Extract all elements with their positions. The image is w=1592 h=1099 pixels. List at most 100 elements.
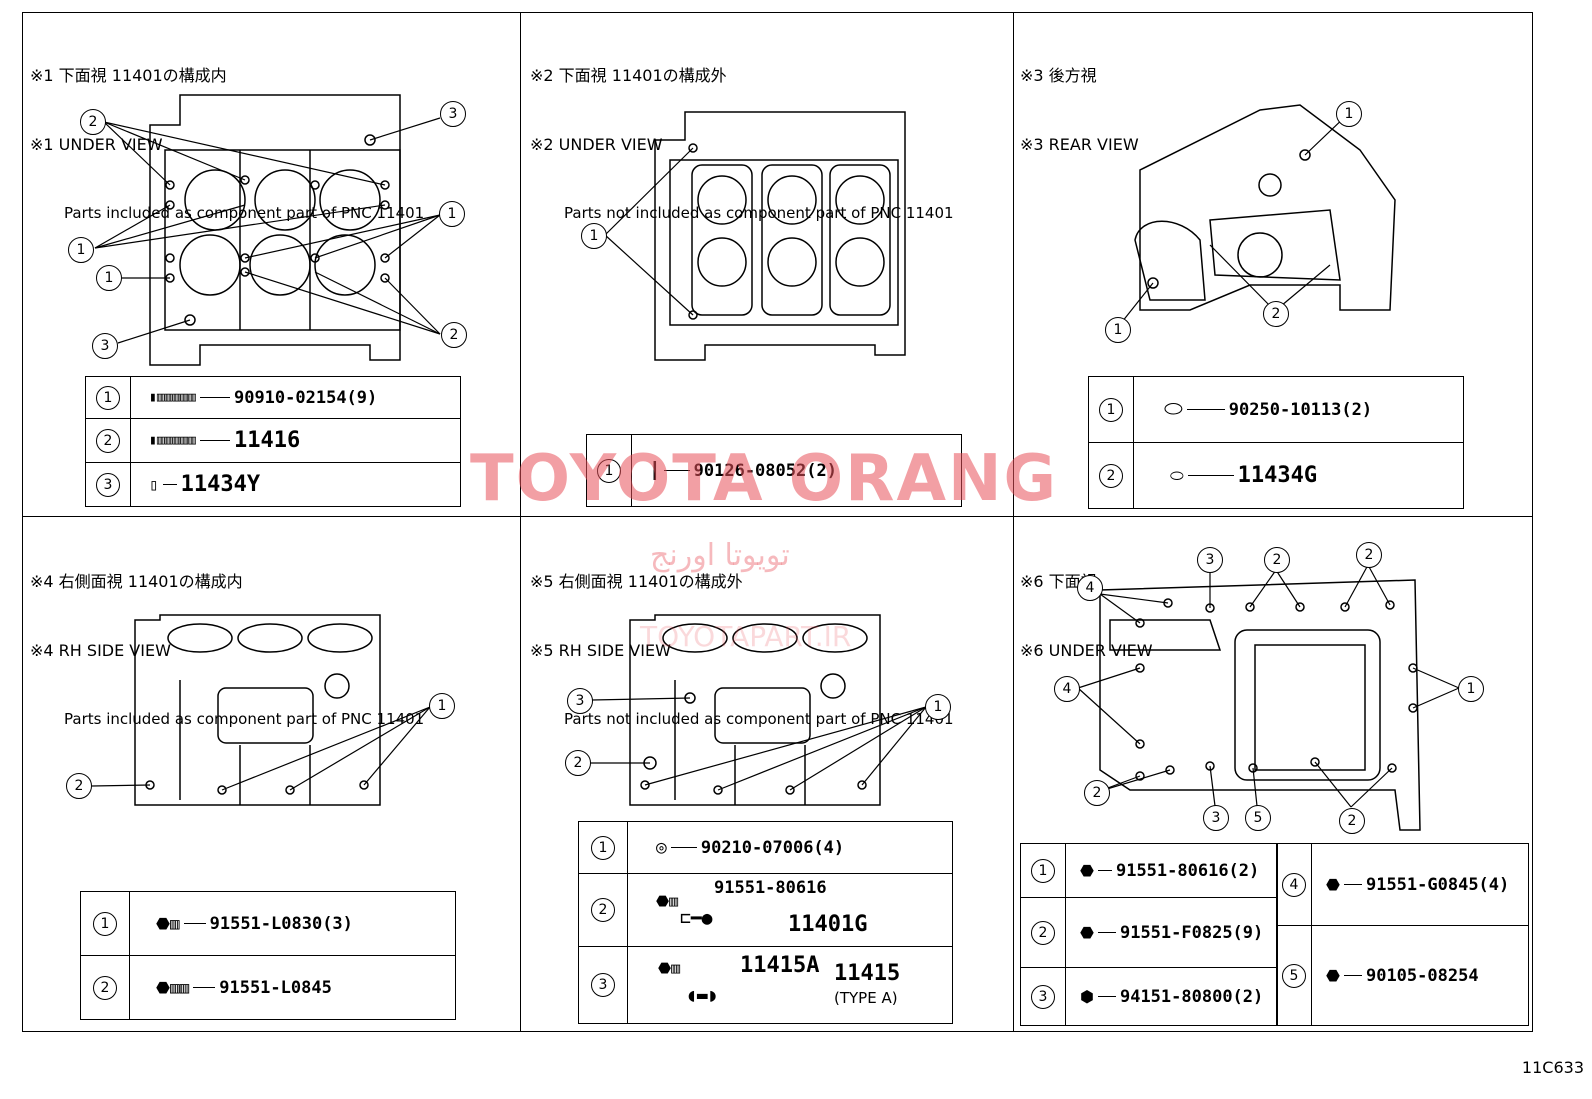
panel-5-callout-1: 1 [925,694,951,720]
flange-bolt-icon: ⬣▥▥ [156,978,190,997]
panel-3-header: ※3 後方視 ※3 REAR VIEW [1020,18,1139,179]
bolt-icon: ⬣▥ [658,959,681,977]
panel-6-callout-2c: 2 [1084,780,1110,806]
part-number: 90910-02154(9) [233,387,378,408]
legend-row: 1 ▮▥▥▥▥▥90910-02154(9) [85,376,461,419]
panel-1-legend: 1 ▮▥▥▥▥▥90910-02154(9) 2 ▮▥▥▥▥▥11416 3 ▯… [85,376,461,507]
legend-row: 1 ◎ 90210-07006(4) [578,821,953,874]
panel-4-callout-2: 2 [66,773,92,799]
part-number: 90105-08254 [1365,965,1479,986]
legend-key: 5 [1282,963,1306,988]
panel-6-callout-4b: 4 [1054,676,1080,702]
legend-row: 1 ⬣▥ 91551-L0830(3) [80,891,456,956]
panel-1-callout-1b: 1 [68,237,94,263]
legend-row: 3 ⬢94151-80800(2) [1020,967,1278,1026]
union-icon: ◖▬◗ [686,985,719,1006]
part-number: 11434Y [180,472,261,497]
part-number: 11416 [233,428,301,453]
part-number: 91551-L0845 [219,977,332,998]
watermark-arabic: تويوتا اورنج [650,538,790,573]
diagram-frame [22,12,1533,1032]
panel-5-title-en: ※5 RH SIDE VIEW [530,641,671,660]
panel-6-callout-2d: 2 [1339,808,1365,834]
part-number-2: 11401G [788,912,868,937]
gasket-icon: ◎ [656,837,667,858]
panel-1-callout-1a: 1 [439,201,465,227]
panel-1-callout-1c: 1 [96,265,122,291]
part-number: 91551-G0845(4) [1365,874,1510,895]
legend-key: 1 [597,458,621,483]
dowel-pin-icon: ▯ [149,475,159,494]
legend-key: 1 [93,911,117,936]
long-bolt-icon: ⬣ [1326,966,1340,985]
legend-row: 2 ⬣▥▥ 91551-L0845 [80,955,456,1020]
legend-key: 3 [96,472,120,497]
bolt-icon: ⬣▥ [656,892,679,910]
panel-1-callout-2a: 2 [80,109,106,135]
panel-6-callout-2b: 2 [1356,542,1382,568]
panel-1-title-en: ※1 UNDER VIEW [30,135,163,154]
panel-1-callout-2b: 2 [441,322,467,348]
flange-bolt-icon: ⬣▥ [156,914,180,933]
panel-2-title-jp: ※2 下面視 11401の構成外 [530,66,727,85]
nut-icon: ⬢ [1080,987,1094,1006]
panel-3-callout-1b: 1 [1105,317,1131,343]
panel-2-callout-1: 1 [581,223,607,249]
watermark-url: TOYOTAPART.IR [640,620,852,653]
part-number: 91551-80616(2) [1115,860,1260,881]
part-number: 90250-10113(2) [1228,399,1373,420]
dowel-pin-icon: ⬭ [1170,465,1184,485]
divider-h1 [22,516,1533,517]
legend-row: 2 ⬣ 91551-F0825(9) [1020,897,1278,968]
part-number: 90210-07006(4) [700,837,845,858]
panel-3-legend: 1 ⬭90250-10113(2) 2 ⬭11434G [1088,376,1464,509]
legend-row: 5 ⬣ 90105-08254 [1276,925,1529,1026]
legend-row: 4 ⬣91551-G0845(4) [1276,843,1529,926]
legend-row: 1 ⬭90250-10113(2) [1088,376,1464,443]
part-number: 90126-08052(2) [693,460,837,481]
illustration-code: 11C633 [1521,1058,1584,1077]
legend-key: 2 [1031,920,1055,945]
drain-cock-icon: ⊏━● [680,908,713,929]
stud-icon: ┃ [650,461,660,480]
panel-3-callout-1a: 1 [1336,101,1362,127]
part-number: 91551-L0830(3) [209,913,353,934]
part-number: 94151-80800(2) [1119,986,1264,1007]
panel-1-title-jp: ※1 下面視 11401の構成内 [30,66,227,85]
panel-6-title-en: ※6 UNDER VIEW [1020,641,1153,660]
panel-6-callout-4a: 4 [1077,575,1103,601]
legend-row: 1 ┃ 90126-08052(2) [586,434,962,507]
panel-6-callout-1: 1 [1458,676,1484,702]
flange-bolt-icon: ⬣ [1080,861,1094,880]
watermark-text: TOYOTA ORANG [470,442,1059,516]
panel-5-callout-2: 2 [565,750,591,776]
panel-3-callout-2: 2 [1263,301,1289,327]
part-number: 11434G [1237,463,1318,488]
panel-6-callout-3b: 3 [1203,805,1229,831]
panel-5-title-jp: ※5 右側面視 11401の構成外 [530,572,743,591]
legend-row: 2 ⬣▥ 91551-80616 ⊏━● 11401G [578,873,953,947]
panel-6-callout-3a: 3 [1197,547,1223,573]
legend-key: 1 [591,835,615,860]
part-number: 91551-F0825(9) [1119,922,1264,943]
panel-3-title-en: ※3 REAR VIEW [1020,135,1139,154]
panel-5-legend: 1 ◎ 90210-07006(4) 2 ⬣▥ 91551-80616 ⊏━● 1… [578,821,953,1024]
legend-key: 3 [591,973,615,997]
legend-key: 1 [1099,397,1123,422]
panel-1-callout-3a: 3 [440,101,466,127]
panel-5-subtitle: Parts not included as component part of … [564,710,954,728]
flange-bolt-icon: ⬣ [1080,923,1094,942]
legend-key: 2 [93,975,117,1000]
panel-2-subtitle: Parts not included as component part of … [564,204,954,222]
legend-key: 2 [591,898,615,922]
panel-2-header: ※2 下面視 11401の構成外 ※2 UNDER VIEW Parts not… [530,18,954,248]
panel-1-header: ※1 下面視 11401の構成内 ※1 UNDER VIEW Parts inc… [30,18,424,248]
panel-2-title-en: ※2 UNDER VIEW [530,135,663,154]
panel-4-callout-1: 1 [429,693,455,719]
part-number: 11415A [740,953,820,978]
